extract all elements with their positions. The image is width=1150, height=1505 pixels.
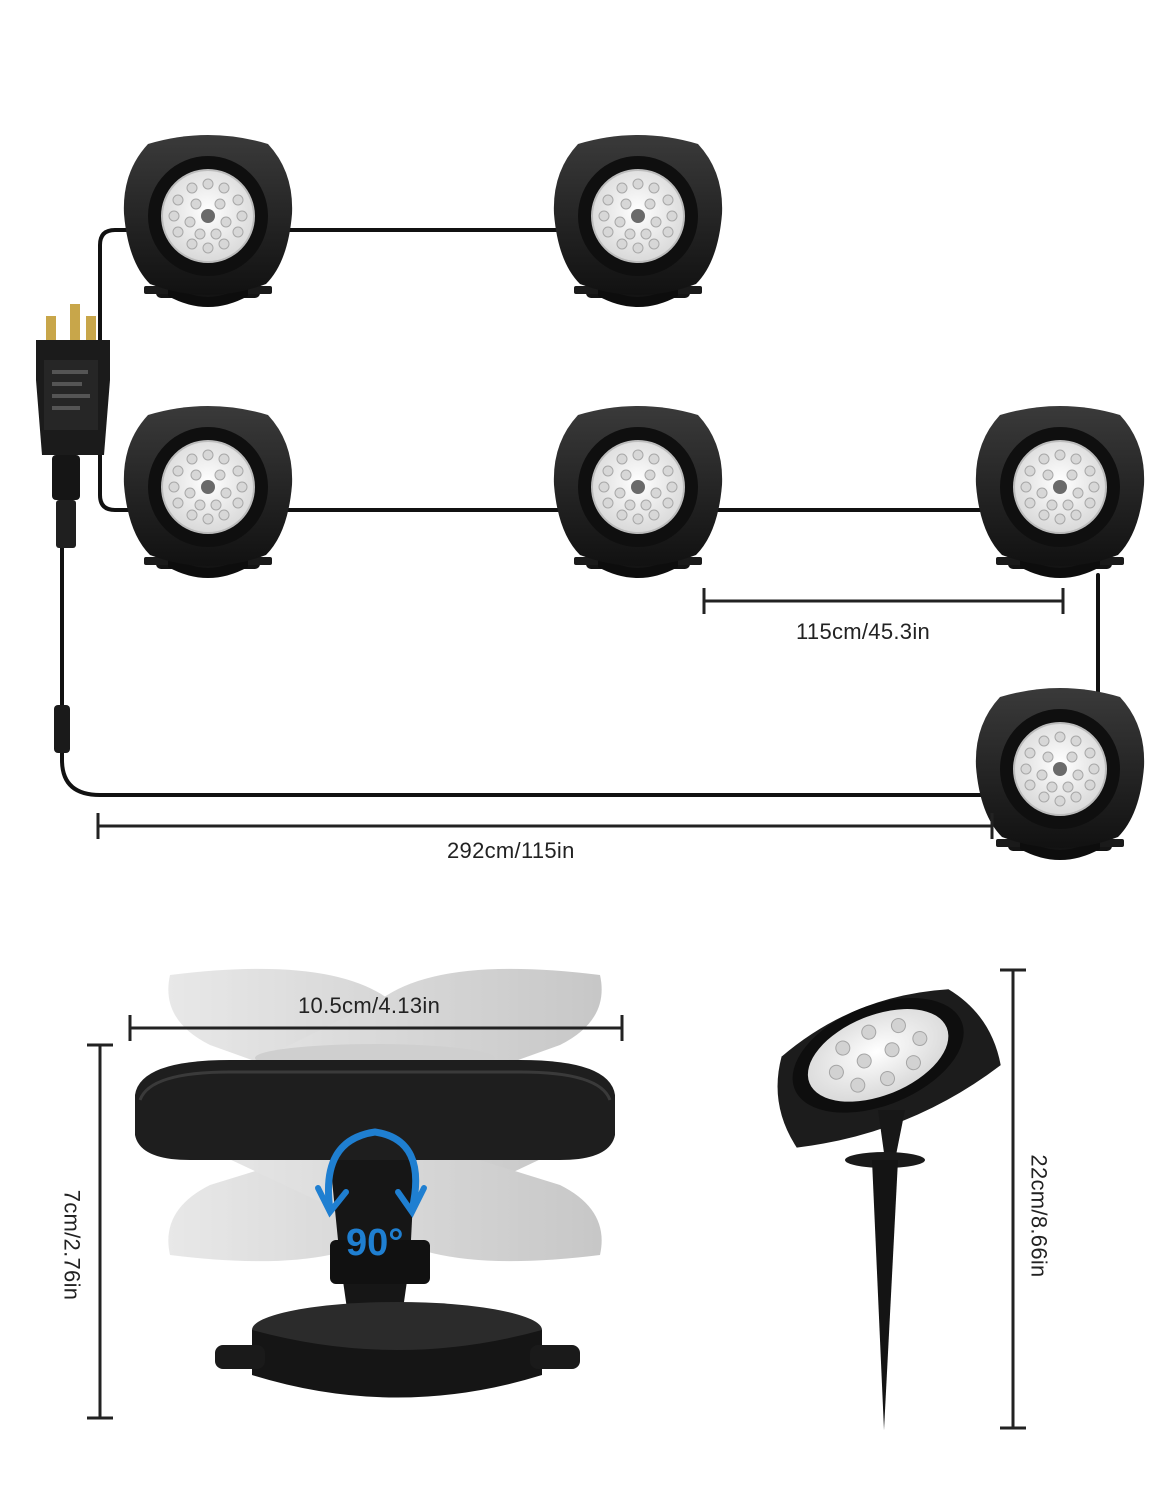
cable — [98, 418, 1057, 512]
lamp-1 — [122, 134, 294, 308]
cable — [98, 228, 562, 347]
rotation-arrow-icon — [315, 1128, 427, 1218]
lamp-3 — [122, 405, 294, 579]
total-length-label: 292cm/115in — [447, 838, 575, 863]
bracket-height-label: 7cm/2.76in — [59, 1189, 85, 1301]
lamp-2 — [552, 134, 724, 308]
lamp-5 — [974, 405, 1146, 579]
cable-connector-icon — [54, 705, 70, 753]
total-length-dimension-line — [96, 813, 994, 839]
bracket-view — [87, 968, 624, 1420]
cable — [60, 543, 1007, 797]
lamp-4 — [552, 405, 724, 579]
spacing-label: 115cm/45.3in — [796, 619, 931, 644]
bracket-width-label: 10.5cm/4.13in — [298, 993, 441, 1018]
lamp-layout — [60, 228, 1100, 797]
rotation-angle-label: 90° — [346, 1222, 404, 1264]
stake-height-label: 22cm/8.66in — [1026, 1154, 1052, 1278]
lamp-6 — [974, 687, 1146, 861]
stake-view — [777, 968, 1026, 1430]
spacing-dimension-line — [702, 588, 1065, 614]
power-adapter-icon — [36, 304, 110, 548]
